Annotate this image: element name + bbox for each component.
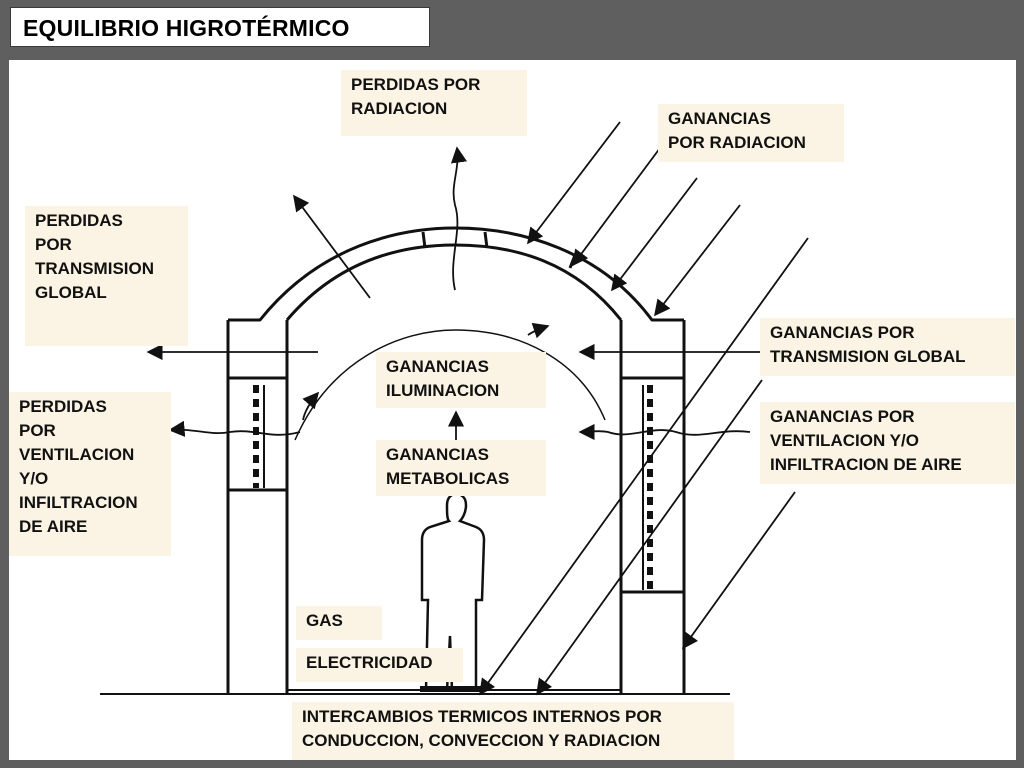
arrow-ganancias-ventilacion [578, 423, 751, 441]
label-ganancias-transmision: GANANCIAS POR TRANSMISION GLOBAL [760, 318, 1015, 376]
interior-curve-arrows [302, 322, 550, 421]
floor-plate [420, 686, 484, 692]
window-glazing [253, 385, 653, 590]
interior-arch [294, 329, 606, 441]
label-perdidas-ventilacion: PERDIDAS POR VENTILACION Y/O INFILTRACIO… [9, 392, 171, 556]
label-ganancias-ventilacion: GANANCIAS POR VENTILACION Y/O INFILTRACI… [760, 402, 1015, 484]
label-perdidas-transmision: PERDIDAS POR TRANSMISION GLOBAL [25, 206, 188, 346]
label-perdidas-radiacion: PERDIDAS POR RADIACION [341, 70, 527, 136]
arrow-ganancias-radiacion-4 [654, 204, 741, 317]
arrow-perdidas-diagonal [293, 194, 371, 299]
heat-flow-arrows [146, 121, 809, 696]
arrow-ganancias-radiacion-2 [572, 147, 661, 267]
label-ganancias-iluminacion: GANANCIAS ILUMINACION [376, 352, 546, 408]
arrow-ganancias-radiacion-3 [611, 177, 698, 292]
label-ganancias-radiacion: GANANCIAS POR RADIACION [658, 104, 844, 162]
page-title: EQUILIBRIO HIGROTÉRMICO [10, 7, 430, 47]
label-ganancias-metabolicas: GANANCIAS METABOLICAS [376, 440, 546, 496]
arrow-ganancias-radiacion-1 [527, 121, 621, 245]
arrow-perdidas-radiacion [450, 146, 467, 291]
label-intercambios-internos: INTERCAMBIOS TERMICOS INTERNOS POR CONDU… [292, 702, 734, 760]
arrow-ganancias-radiacion-5 [479, 237, 809, 696]
arrow-perdidas-ventilacion [168, 420, 301, 437]
label-gas: GAS [296, 606, 382, 640]
arrow-ganancias-radiacion-7 [682, 491, 796, 650]
label-electricidad: ELECTRICIDAD [296, 648, 463, 682]
